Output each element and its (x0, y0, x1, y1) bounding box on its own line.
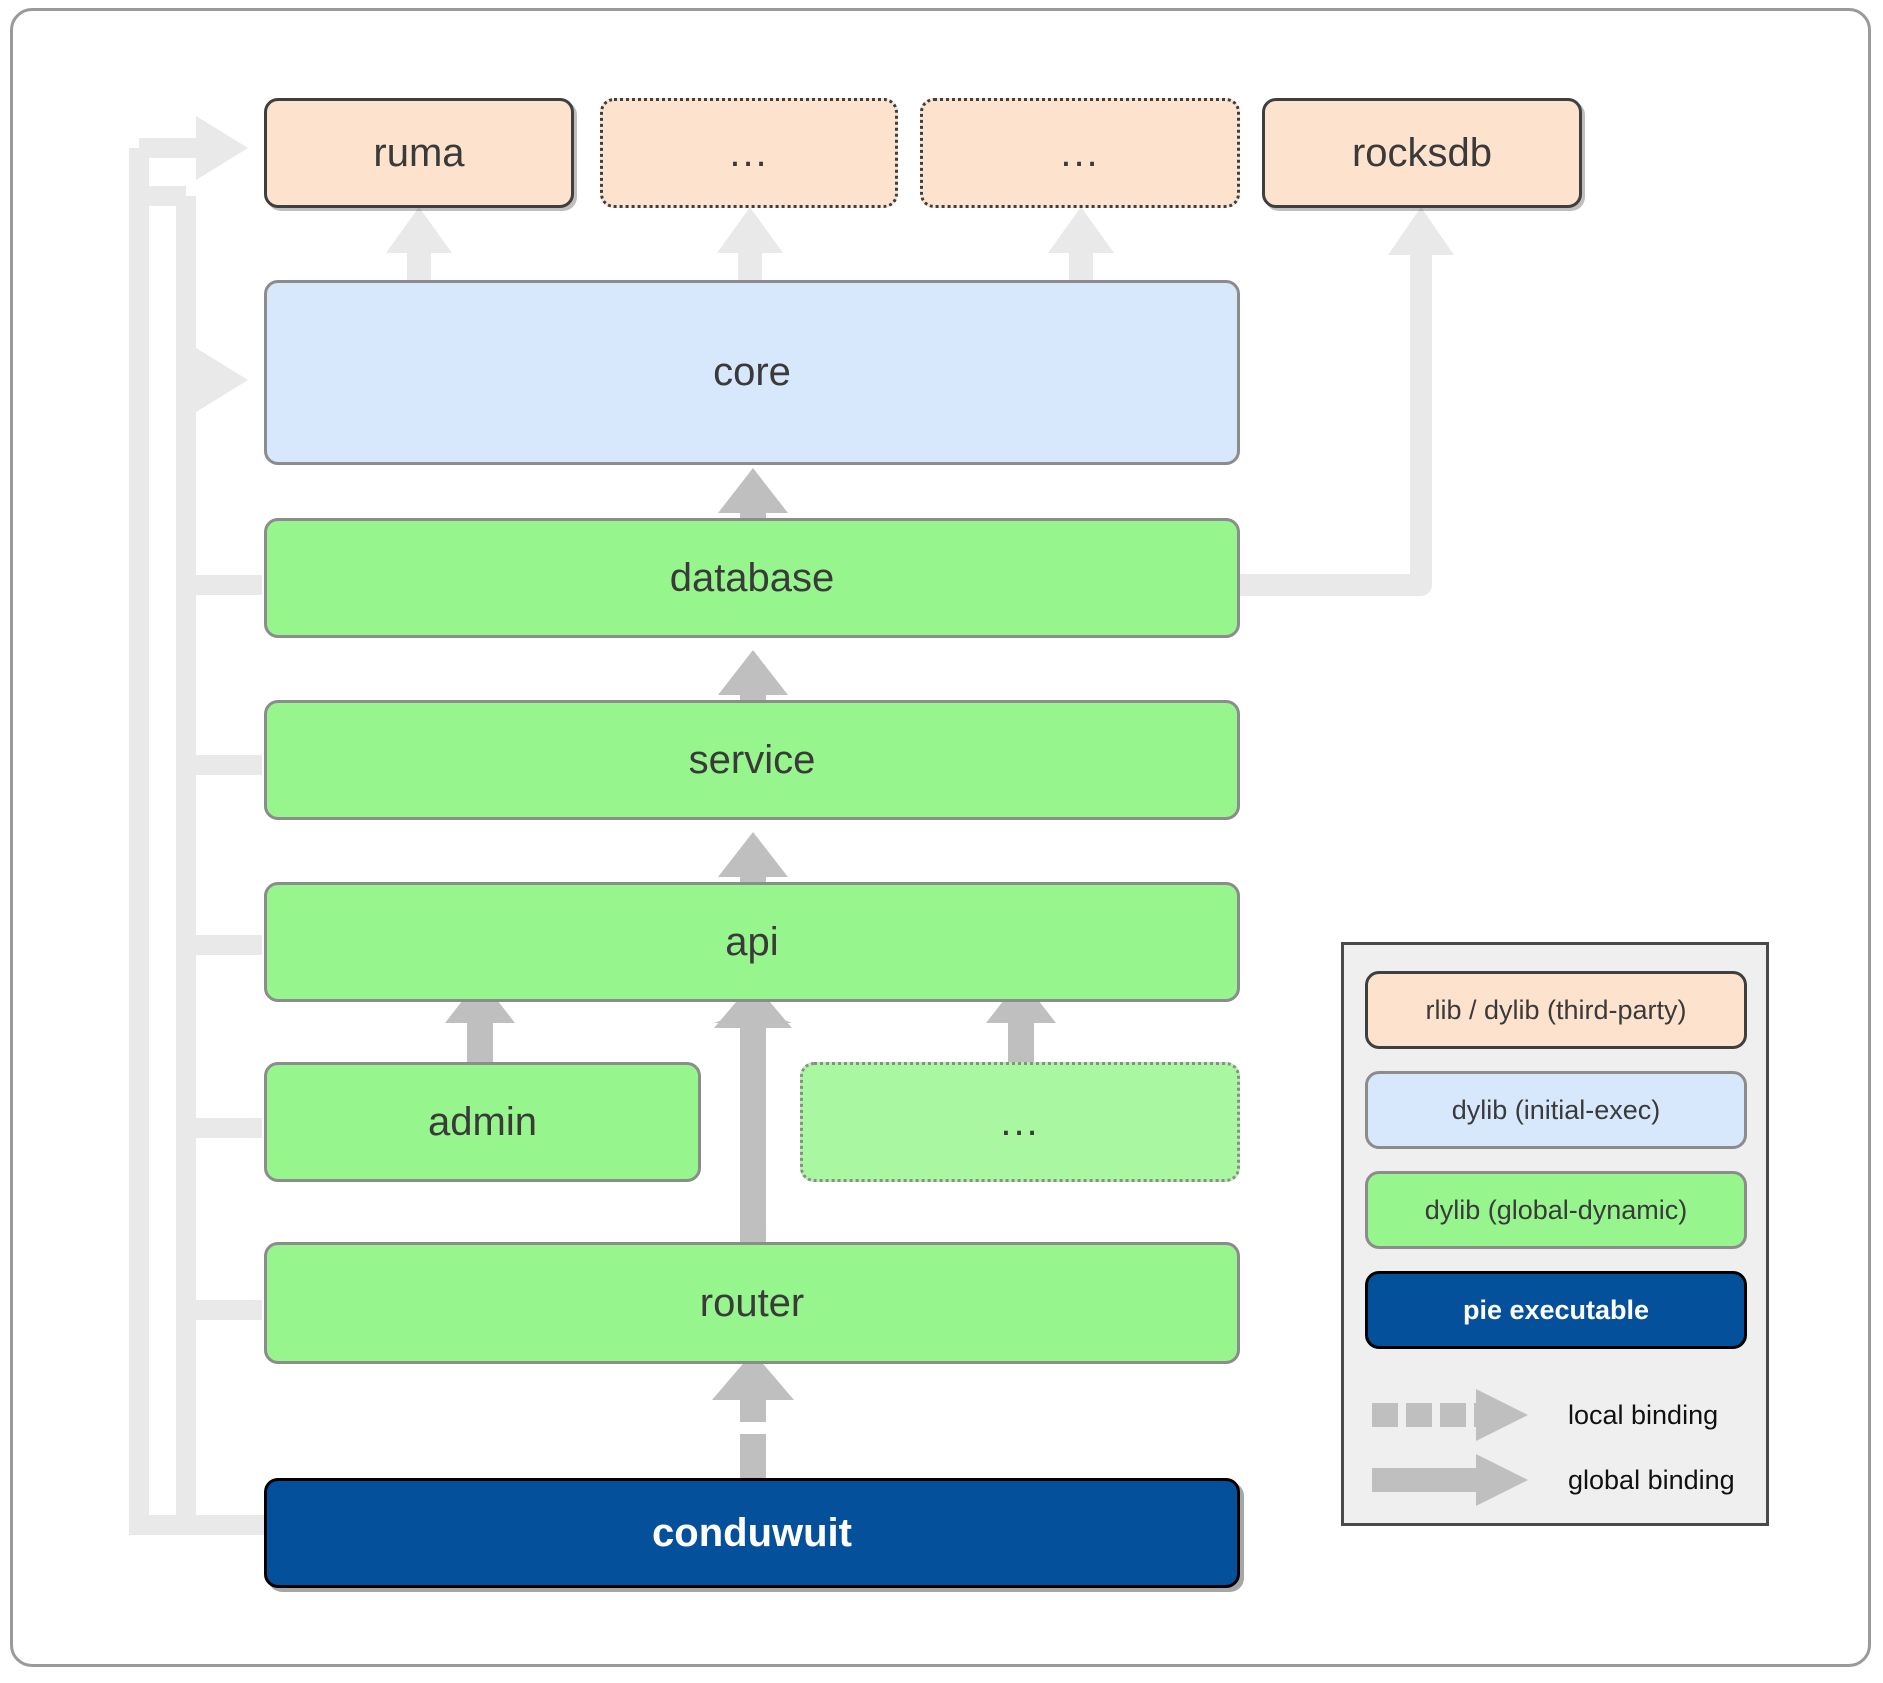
legend-arrow-local-binding: local binding (1368, 1385, 1752, 1445)
legend-swatch-global-dynamic: dylib (global-dynamic) (1365, 1171, 1747, 1249)
legend-panel: rlib / dylib (third-party) dylib (initia… (1341, 942, 1769, 1526)
node-api[interactable]: api (264, 882, 1240, 1002)
global-binding-arrow-icon (1368, 1450, 1536, 1510)
legend-swatch-initial-exec: dylib (initial-exec) (1365, 1071, 1747, 1149)
edge-conduwuit-trunk (129, 148, 264, 1535)
legend-swatch-pie-executable: pie executable (1365, 1271, 1747, 1349)
node-label: ... (1000, 1100, 1040, 1144)
node-core[interactable]: core (264, 280, 1240, 465)
node-third-party-dots-1[interactable]: ... (600, 98, 898, 208)
legend-swatch-label: pie executable (1462, 1294, 1650, 1325)
node-label: ruma (373, 130, 465, 175)
node-label: ... (1060, 131, 1100, 175)
legend-swatch-label: rlib / dylib (third-party) (1425, 994, 1687, 1025)
node-label: core (713, 350, 791, 394)
edge-core-to-tp-dots-1 (717, 207, 783, 288)
node-conduwuit[interactable]: conduwuit (264, 1478, 1240, 1588)
edge-router-to-api (714, 982, 792, 1248)
edge-conduwuit-to-router (712, 1352, 794, 1478)
legend-arrow-global-binding: global binding (1368, 1450, 1752, 1510)
legend-swatch-third-party: rlib / dylib (third-party) (1365, 971, 1747, 1049)
node-label: api (725, 919, 779, 964)
legend-arrow-label: local binding (1568, 1399, 1719, 1430)
edge-core-to-tp-dots-2 (1048, 207, 1114, 288)
edge-database-to-rocksdb (1240, 207, 1454, 596)
node-global-dynamic-dots[interactable]: ... (800, 1062, 1240, 1182)
node-third-party-dots-2[interactable]: ... (920, 98, 1240, 208)
node-label: service (688, 737, 816, 782)
legend-swatch-label: dylib (global-dynamic) (1424, 1194, 1688, 1225)
legend-swatch-label: dylib (initial-exec) (1451, 1094, 1661, 1125)
node-service[interactable]: service (264, 700, 1240, 820)
node-rocksdb[interactable]: rocksdb (1262, 98, 1582, 208)
edge-core-to-ruma (386, 207, 452, 288)
legend-arrow-label: global binding (1568, 1464, 1735, 1495)
node-label: database (669, 555, 835, 600)
node-admin[interactable]: admin (264, 1062, 701, 1182)
node-label: ... (729, 131, 769, 175)
node-label: rocksdb (1351, 130, 1493, 175)
local-binding-arrow-icon (1368, 1385, 1536, 1445)
node-ruma[interactable]: ruma (264, 98, 574, 208)
node-label: router (699, 1280, 805, 1325)
edge-conduwuit-branches (139, 116, 262, 1525)
node-database[interactable]: database (264, 518, 1240, 638)
node-label: admin (428, 1099, 537, 1144)
node-router[interactable]: router (264, 1242, 1240, 1364)
node-label: conduwuit (652, 1510, 852, 1555)
